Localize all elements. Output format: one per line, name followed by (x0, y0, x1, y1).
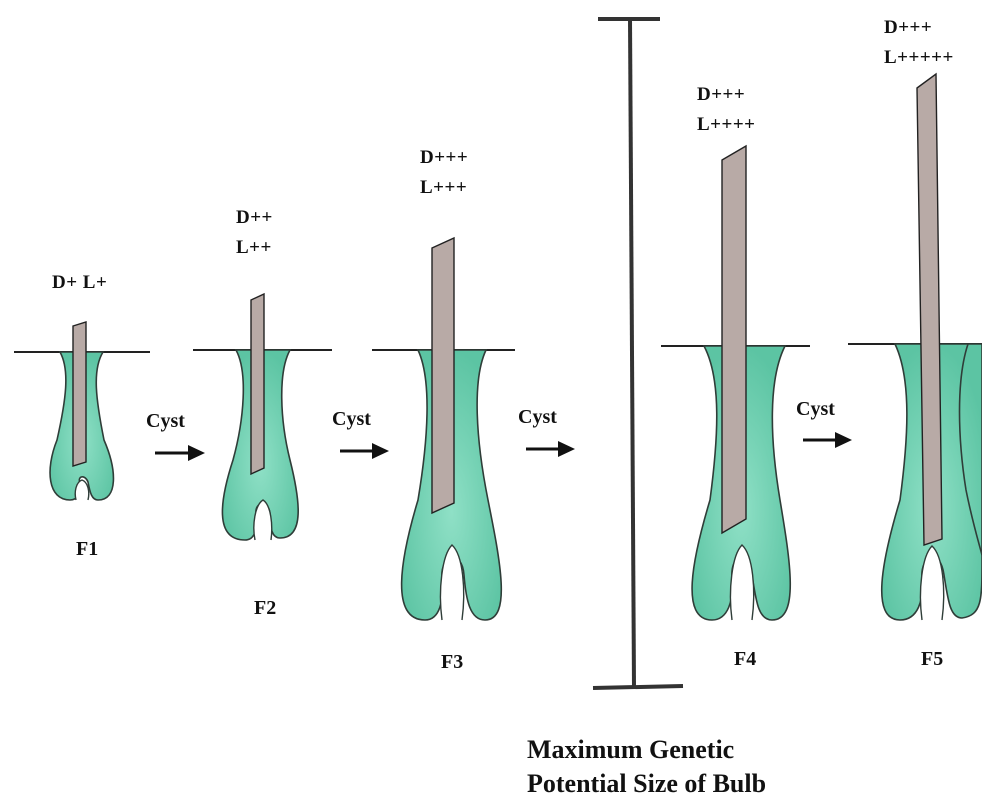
arrow-4 (803, 432, 852, 448)
cyst-label-4: Cyst (796, 398, 835, 421)
hair-shaft-f4 (722, 146, 746, 533)
cyst-label-2: Cyst (332, 408, 371, 431)
f5-length-label: L+++++ (884, 43, 954, 73)
caption-line-1: Maximum Genetic (527, 733, 766, 767)
f5-density-label: D+++ (884, 13, 932, 43)
arrow-3 (526, 441, 575, 457)
hair-shaft-f1 (73, 322, 86, 466)
f4-label: F4 (734, 648, 756, 671)
cyst-label-1: Cyst (146, 410, 185, 433)
arrow-1 (155, 445, 205, 461)
f4-density-label: D+++ (697, 80, 745, 110)
f2-label: F2 (254, 597, 276, 620)
follicle-f3 (372, 238, 515, 620)
f1-density-length-label: D+ L+ (52, 268, 107, 298)
f5-label: F5 (921, 648, 943, 671)
hair-shaft-f3 (432, 238, 454, 513)
hair-shaft-f2 (251, 294, 264, 474)
follicle-f4 (661, 146, 810, 620)
f3-label: F3 (441, 651, 463, 674)
dermal-papilla-f1 (75, 480, 89, 500)
follicle-f2 (193, 294, 332, 540)
caption-line-2: Potential Size of Bulb (527, 767, 766, 801)
f1-label: F1 (76, 538, 98, 561)
caption: Maximum Genetic Potential Size of Bulb (527, 733, 766, 801)
maximum-size-bar (593, 19, 683, 688)
f2-density-label: D++ (236, 203, 273, 233)
follicle-f5 (848, 74, 982, 620)
f2-length-label: L++ (236, 233, 272, 263)
f3-density-label: D+++ (420, 143, 468, 173)
f3-length-label: L+++ (420, 173, 467, 203)
follicle-f1 (14, 322, 150, 500)
f4-length-label: L++++ (697, 110, 755, 140)
arrow-2 (340, 443, 389, 459)
cyst-label-3: Cyst (518, 406, 557, 429)
